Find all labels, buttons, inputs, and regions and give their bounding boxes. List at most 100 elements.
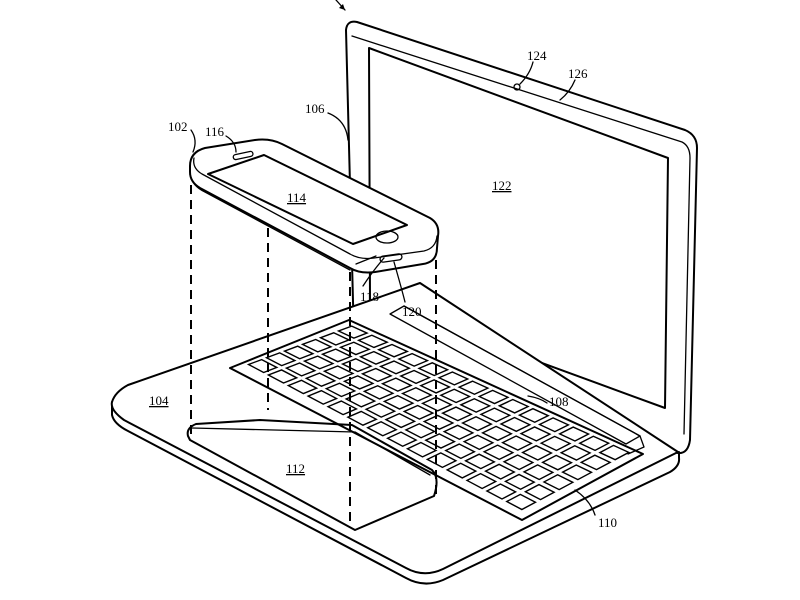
- keyboard-key: [539, 435, 572, 452]
- keyboard-key: [378, 360, 411, 375]
- keyboard-key: [402, 404, 435, 420]
- keyboard-key: [505, 493, 537, 511]
- label-speaker: 116: [205, 124, 225, 139]
- label-cavity: 112: [286, 461, 305, 476]
- keyboard-key: [322, 365, 355, 380]
- keyboard-key: [542, 474, 575, 491]
- label-camera: 124: [527, 48, 547, 63]
- keyboard-key: [346, 410, 378, 426]
- keyboard-key: [481, 425, 513, 442]
- keyboard-key: [519, 426, 552, 442]
- phone-cavity: [186, 419, 438, 531]
- keyboard-key: [485, 483, 518, 500]
- keyboard-key: [362, 384, 395, 400]
- keyboard-key: [364, 402, 397, 418]
- keyboard-key: [442, 424, 475, 441]
- reference-labels: 102 116 106 124 126 122 114 118 120 104 …: [149, 48, 617, 530]
- keyboard-key: [499, 416, 532, 433]
- keyboard-key: [437, 371, 470, 386]
- label-phone: 102: [168, 119, 188, 134]
- keyboard-key: [482, 444, 515, 461]
- laptop-base: [110, 282, 681, 585]
- keyboard-key: [284, 362, 317, 377]
- keyboard-key: [578, 435, 611, 452]
- keyboard-key: [344, 392, 377, 408]
- keyboard-key: [422, 414, 455, 430]
- keyboard-key: [484, 463, 516, 480]
- keyboard-key: [541, 454, 573, 471]
- keyboard-key: [360, 367, 393, 383]
- keyboard-key: [366, 421, 398, 437]
- keyboard-key: [382, 394, 415, 410]
- keyboard-key: [380, 377, 413, 392]
- label-hinge: 106: [305, 101, 325, 116]
- keyboard-key: [559, 445, 592, 461]
- phone-screen: [207, 154, 408, 245]
- keyboard-key: [460, 415, 493, 432]
- label-home-button: 118: [360, 289, 379, 304]
- keyboard-key: [318, 332, 351, 346]
- keyboard-key: [246, 358, 279, 374]
- keyboard-key: [386, 431, 418, 448]
- keyboard-key: [324, 382, 357, 398]
- keyboard-key: [445, 462, 478, 479]
- keyboard-key: [501, 435, 533, 451]
- keyboard-key: [399, 369, 432, 385]
- keyboard-key: [598, 444, 631, 461]
- label-phone-screen: 114: [287, 190, 307, 205]
- keyboard-key: [377, 343, 410, 358]
- keyboard-key: [304, 372, 337, 387]
- keyboard-key: [356, 334, 389, 349]
- keyboard-key: [561, 464, 594, 481]
- keyboard-key: [264, 352, 297, 367]
- keyboard-key: [465, 472, 498, 490]
- keyboard-key: [286, 379, 319, 395]
- keyboard-key: [537, 417, 571, 433]
- keyboard-key: [497, 398, 530, 414]
- keyboard-key: [397, 352, 430, 367]
- keyboard-key: [266, 369, 299, 384]
- label-display: 122: [492, 178, 512, 193]
- keyboard-key: [320, 348, 353, 363]
- label-connector: 120: [402, 304, 422, 319]
- keyboard-key: [400, 386, 433, 402]
- keyboard-key: [444, 443, 476, 460]
- label-keyboard: 108: [549, 394, 569, 409]
- label-base: 104: [149, 393, 169, 408]
- keyboard-key: [440, 406, 473, 422]
- keyboard-key: [522, 464, 555, 481]
- keyboard-key: [462, 434, 495, 451]
- keyboard-key: [464, 453, 496, 470]
- keyboard-key: [420, 396, 453, 412]
- label-key-region: 110: [598, 515, 617, 530]
- projection-lines: [190, 185, 437, 528]
- keyboard-key: [558, 426, 591, 442]
- keyboard-key: [503, 473, 536, 491]
- keyboard-key: [521, 444, 553, 461]
- keyboard-key: [479, 407, 512, 423]
- keyboard-key: [336, 325, 369, 339]
- keyboard-well: [229, 319, 644, 521]
- keyboard-key: [384, 412, 417, 429]
- keyboard-key: [300, 338, 333, 353]
- home-button: [375, 230, 399, 244]
- keyboard-key: [477, 389, 510, 405]
- keyboard-key: [302, 355, 335, 370]
- keyboard-key: [579, 454, 612, 471]
- keyboard-key: [459, 397, 492, 413]
- keyboard-key: [342, 375, 375, 390]
- figure-arrow: [335, 0, 346, 11]
- label-bezel: 126: [568, 66, 588, 81]
- speaker-slot: [232, 150, 254, 161]
- keyboard-key: [340, 358, 373, 373]
- connector-port: [379, 253, 403, 263]
- keyboard-key: [282, 345, 315, 360]
- keyboard-key: [404, 423, 437, 439]
- keyboard-key: [405, 441, 438, 458]
- keyboard-key: [306, 389, 339, 405]
- phone-device: [189, 138, 440, 274]
- keyboard-key: [502, 454, 535, 471]
- keyboard-key: [358, 350, 391, 365]
- keyboard-key: [457, 380, 490, 395]
